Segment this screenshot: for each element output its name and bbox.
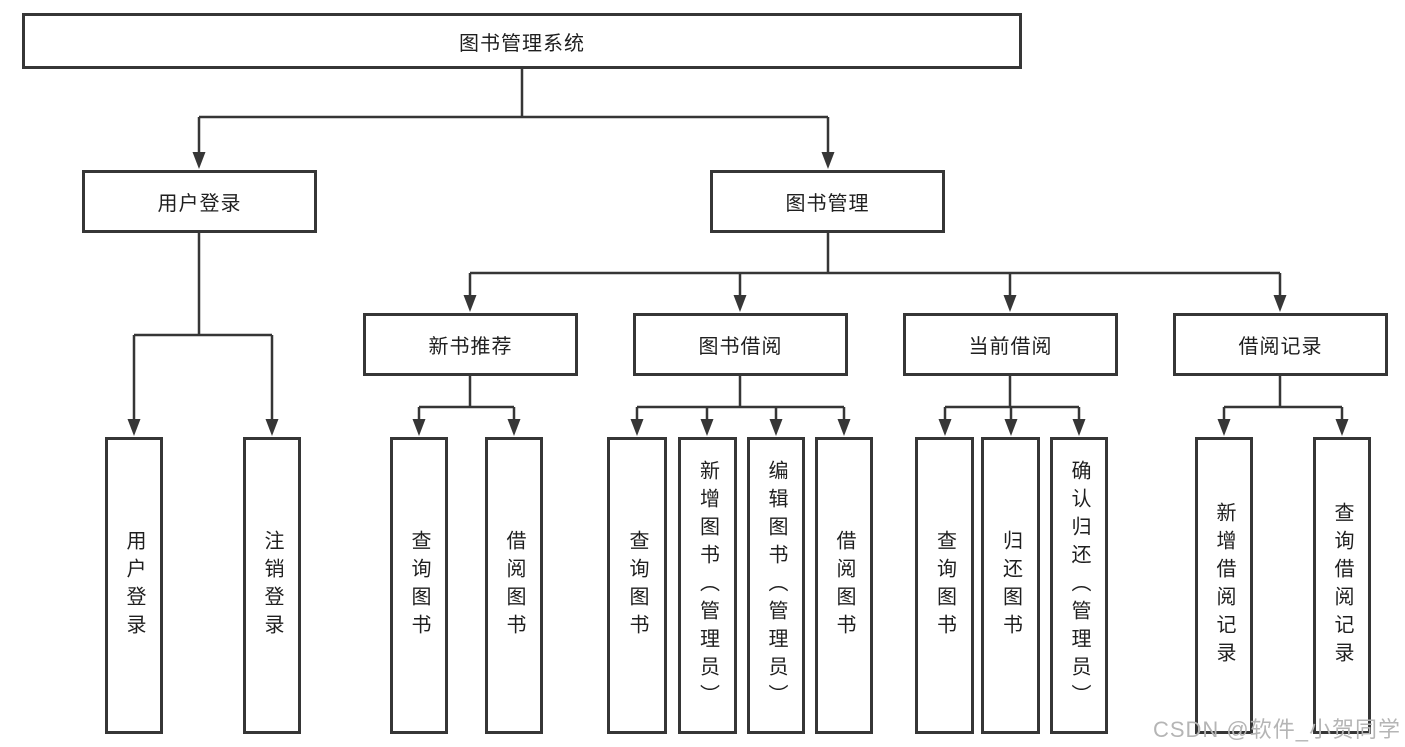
node-new-book-recommend-label: 新书推荐	[428, 336, 513, 358]
leaf-query-borrow-record-label: 查询借阅记录	[1331, 501, 1353, 670]
leaf-add-book-admin: 新增图书（管理员）	[678, 437, 737, 734]
leaf-query-books-2: 查询图书	[607, 437, 667, 734]
leaf-query-books-3: 查询图书	[915, 437, 974, 734]
node-new-book-recommend: 新书推荐	[363, 313, 578, 376]
leaf-edit-book-admin: 编辑图书（管理员）	[747, 437, 805, 734]
node-book-management: 图书管理	[710, 170, 945, 233]
leaf-edit-book-admin-label: 编辑图书（管理员）	[765, 459, 787, 712]
leaf-user-login-label: 用户登录	[123, 529, 145, 642]
leaf-query-books-1: 查询图书	[390, 437, 448, 734]
leaf-logout-label: 注销登录	[261, 529, 283, 642]
node-book-borrow-label: 图书借阅	[698, 336, 783, 358]
leaf-add-borrow-record-label: 新增借阅记录	[1213, 501, 1235, 670]
leaf-return-book: 归还图书	[981, 437, 1040, 734]
leaf-query-books-3-label: 查询图书	[933, 529, 956, 642]
leaf-add-borrow-record: 新增借阅记录	[1195, 437, 1253, 734]
leaf-query-books-1-label: 查询图书	[408, 529, 430, 642]
leaf-query-borrow-record: 查询借阅记录	[1313, 437, 1371, 734]
node-current-borrow: 当前借阅	[903, 313, 1118, 376]
node-root: 图书管理系统	[22, 13, 1022, 69]
node-user-login-label: 用户登录	[157, 193, 242, 215]
node-user-login: 用户登录	[82, 170, 317, 233]
leaf-borrow-books-2-label: 借阅图书	[833, 529, 855, 642]
node-root-label: 图书管理系统	[459, 32, 585, 55]
node-borrow-records-label: 借阅记录	[1238, 336, 1323, 358]
arrowheads	[127, 152, 1349, 436]
node-current-borrow-label: 当前借阅	[968, 336, 1053, 358]
leaf-query-books-2-label: 查询图书	[626, 529, 648, 642]
leaf-add-book-admin-label: 新增图书（管理员）	[696, 459, 719, 712]
node-borrow-records: 借阅记录	[1173, 313, 1388, 376]
leaf-borrow-books-1-label: 借阅图书	[503, 529, 525, 642]
leaf-confirm-return-admin-label: 确认归还（管理员）	[1068, 459, 1090, 712]
node-book-borrow: 图书借阅	[633, 313, 848, 376]
leaf-user-login: 用户登录	[105, 437, 163, 734]
leaf-confirm-return-admin: 确认归还（管理员）	[1050, 437, 1108, 734]
leaf-borrow-books-1: 借阅图书	[485, 437, 543, 734]
leaf-borrow-books-2: 借阅图书	[815, 437, 873, 734]
leaf-return-book-label: 归还图书	[999, 529, 1022, 642]
node-book-management-label: 图书管理	[785, 193, 870, 215]
leaf-logout: 注销登录	[243, 437, 301, 734]
